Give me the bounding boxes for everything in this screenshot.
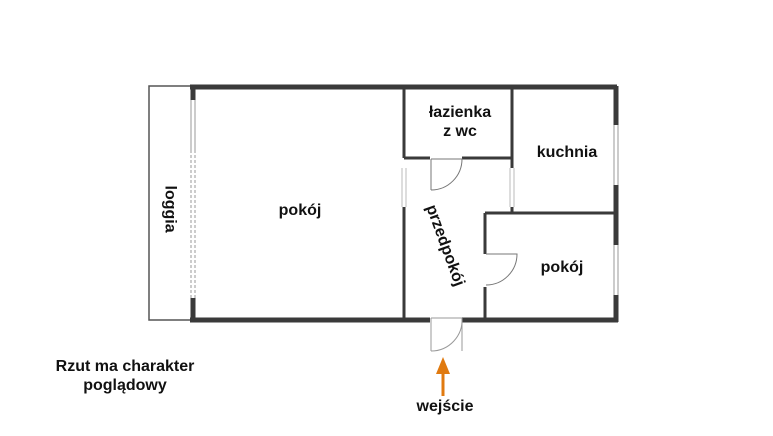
room-label-kitchen: kuchnia (536, 144, 598, 161)
note-line2: poglądowy (83, 377, 167, 394)
loggia-outline (148, 85, 193, 321)
walls (190, 84, 619, 323)
room-label-living-room: pokój (278, 202, 322, 219)
windows (190, 100, 619, 298)
entrance-door[interactable] (430, 317, 463, 352)
disclaimer-note: Rzut ma charakter poglądowy (40, 357, 210, 395)
room-label-bedroom: pokój (540, 259, 584, 276)
bathroom-door (430, 158, 463, 191)
note-line1: Rzut ma charakter (55, 358, 195, 375)
room-label-bathroom: łazienka z wc (410, 103, 510, 141)
entrance-label: wejście (416, 398, 474, 415)
entrance-arrow-icon (436, 357, 450, 396)
inner-walls (402, 87, 616, 320)
bedroom-door (485, 253, 518, 286)
bathroom-label-line1: łazienka (428, 104, 492, 121)
room-label-loggia: loggia (161, 185, 179, 233)
bathroom-label-line2: z wc (443, 123, 477, 140)
